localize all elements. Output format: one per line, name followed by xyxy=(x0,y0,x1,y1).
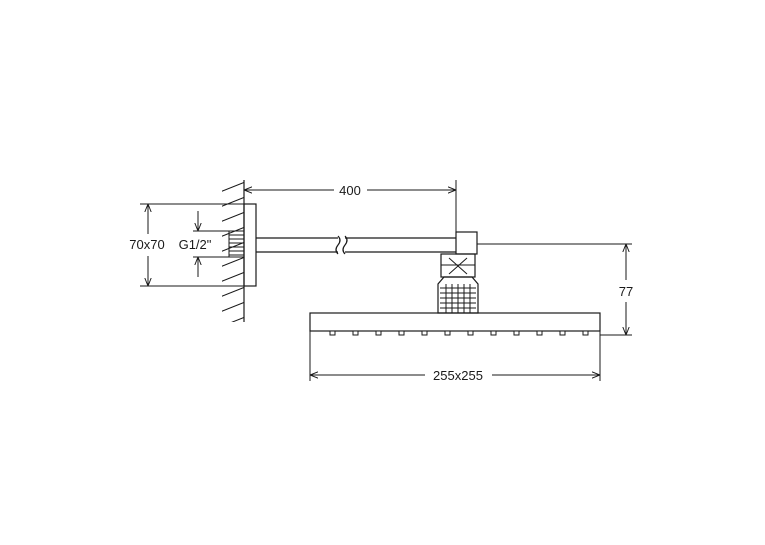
swivel-joint xyxy=(437,253,479,314)
dimension-height: 77 xyxy=(477,243,633,336)
arm-length-label: 400 xyxy=(339,183,361,198)
dimension-thread: G1/2" xyxy=(179,211,229,277)
shower-arm xyxy=(256,231,478,255)
arm-elbow xyxy=(455,231,478,255)
dimension-arm-length: 400 xyxy=(244,180,457,232)
shower-nozzles xyxy=(329,330,589,336)
height-label: 77 xyxy=(619,284,633,299)
wall-flange xyxy=(243,203,257,287)
thread-connector xyxy=(228,230,245,258)
thread-size-label: G1/2" xyxy=(179,237,212,252)
flange-size-label: 70x70 xyxy=(129,237,164,252)
wall-hatching xyxy=(222,181,244,322)
head-size-label: 255x255 xyxy=(433,368,483,383)
dimension-flange: 70x70 xyxy=(129,203,244,287)
shower-head xyxy=(309,312,601,336)
dimension-head-size: 255x255 xyxy=(309,331,601,383)
wall-section xyxy=(222,180,245,322)
